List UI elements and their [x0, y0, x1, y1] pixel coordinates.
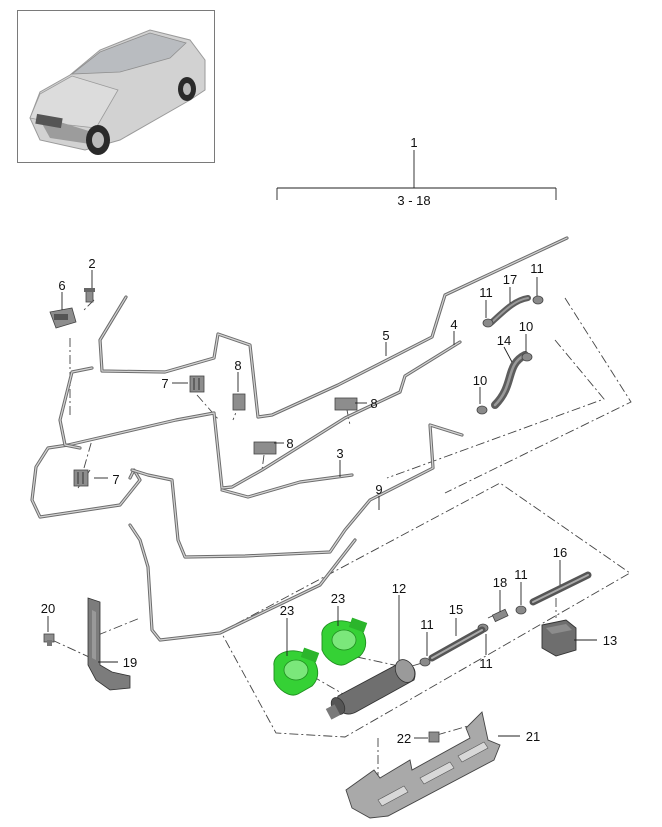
clamp-23-upper [321, 617, 368, 666]
heat-shield-21 [345, 711, 501, 819]
hose-17 [489, 295, 531, 325]
callout-labels: 1 3 - 18 2 6 5 4 3 9 7 7 8 8 8 11 11 17 … [41, 135, 617, 746]
hose-14 [491, 351, 529, 409]
callout-12: 12 [392, 581, 406, 596]
bracket-6 [49, 307, 77, 329]
callout-11-b: 11 [479, 285, 493, 300]
clip-7-upper [189, 375, 205, 393]
callout-22: 22 [397, 731, 411, 746]
clip-8-b [334, 397, 358, 411]
callout-14: 14 [497, 333, 511, 348]
assembly-bracket [276, 150, 557, 200]
callout-13: 13 [603, 633, 617, 648]
callout-10-a: 10 [519, 319, 533, 334]
callout-7-lower: 7 [112, 472, 119, 487]
pipe-lower [128, 523, 357, 642]
callout-3: 3 [336, 446, 343, 461]
callout-21: 21 [526, 729, 540, 744]
callout-2: 2 [88, 256, 95, 271]
clip-7-lower [73, 469, 89, 487]
clamp-23-lower [273, 647, 320, 696]
callout-range: 3 - 18 [397, 193, 430, 208]
bolt-20 [43, 633, 55, 646]
nut-22 [428, 731, 440, 743]
part-13-block [541, 619, 577, 657]
callout-11-c: 11 [514, 567, 528, 582]
callout-23-upper: 23 [331, 591, 345, 606]
callout-19: 19 [123, 655, 137, 670]
vehicle-illustration [29, 29, 206, 155]
callout-9: 9 [375, 482, 382, 497]
callout-18: 18 [493, 575, 507, 590]
callout-17: 17 [503, 272, 517, 287]
pipe-16 [529, 571, 592, 606]
fuel-filter-12 [325, 659, 416, 720]
pipe-3 [220, 473, 354, 499]
callout-8-b: 8 [370, 396, 377, 411]
callout-20: 20 [41, 601, 55, 616]
callout-7-upper: 7 [161, 376, 168, 391]
clip-8-a [232, 393, 246, 411]
callout-1: 1 [410, 135, 417, 150]
callout-23-lower: 23 [280, 603, 294, 618]
bolt-2 [84, 288, 95, 303]
callout-11-a: 11 [530, 261, 544, 276]
callout-10-b: 10 [473, 373, 487, 388]
pipe-4 [30, 340, 462, 519]
pipe-5 [98, 236, 569, 419]
callout-6: 6 [58, 278, 65, 293]
pipe-15 [428, 626, 486, 662]
callout-15: 15 [449, 602, 463, 617]
callout-16: 16 [553, 545, 567, 560]
callout-11-e: 11 [479, 656, 493, 671]
callout-4: 4 [450, 317, 457, 332]
clip-8-c [253, 441, 277, 455]
bracket-19 [87, 597, 131, 691]
callout-5: 5 [382, 328, 389, 343]
callout-8-c: 8 [286, 436, 293, 451]
pipe-9 [130, 423, 464, 559]
callout-11-d: 11 [420, 617, 434, 632]
pipe-left-upper [58, 366, 94, 450]
callout-leaders [47, 270, 597, 739]
callout-8-a: 8 [234, 358, 241, 373]
